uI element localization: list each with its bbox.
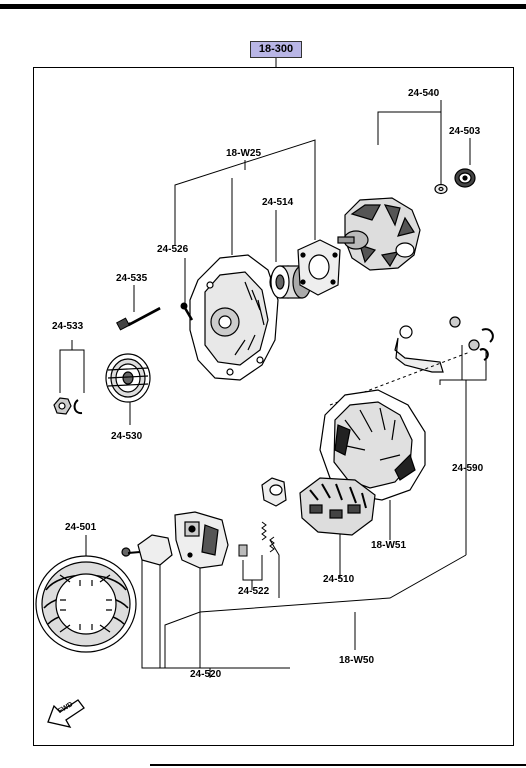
assembly-ref-badge[interactable]: 18-300 (250, 41, 302, 58)
pulley-nut (53, 397, 83, 415)
callout-24-503[interactable]: 24-503 (449, 126, 481, 137)
rear-bracket (319, 389, 426, 501)
rear-bearing (454, 168, 476, 188)
callout-18-w25[interactable]: 18-W25 (226, 148, 262, 159)
pulley (105, 353, 151, 403)
brush-holder-cover (261, 477, 287, 507)
fwd-arrow (47, 699, 85, 728)
callout-24-510[interactable]: 24-510 (323, 574, 355, 585)
bottom-rule (150, 764, 526, 766)
terminal-plate (121, 534, 173, 566)
callout-24-540[interactable]: 24-540 (408, 88, 440, 99)
through-bolt (116, 305, 161, 331)
rectifier-assembly (299, 477, 376, 536)
callout-24-533[interactable]: 24-533 (52, 321, 84, 332)
bearing-retainer (297, 239, 341, 296)
regulator (174, 511, 229, 569)
brush-spring-set (238, 521, 275, 557)
callout-18-w50[interactable]: 18-W50 (339, 655, 375, 666)
front-bracket (189, 254, 279, 381)
rotor-washer (434, 183, 448, 195)
callout-24-522[interactable]: 24-522 (238, 586, 270, 597)
callout-18-w51[interactable]: 18-W51 (371, 540, 407, 551)
rotor-assembly (337, 197, 421, 271)
callout-24-535[interactable]: 24-535 (116, 273, 148, 284)
callout-24-530[interactable]: 24-530 (111, 431, 143, 442)
callout-24-501[interactable]: 24-501 (65, 522, 97, 533)
stator (35, 555, 137, 653)
callout-24-520[interactable]: 24-520 (190, 669, 222, 680)
b-terminal-bracket (394, 316, 494, 373)
top-rule (0, 4, 526, 9)
callout-24-590[interactable]: 24-590 (452, 463, 484, 474)
callout-24-514[interactable]: 24-514 (262, 197, 294, 208)
callout-24-526[interactable]: 24-526 (157, 244, 189, 255)
diagram-frame (33, 67, 514, 746)
bracket-screw (180, 302, 194, 321)
